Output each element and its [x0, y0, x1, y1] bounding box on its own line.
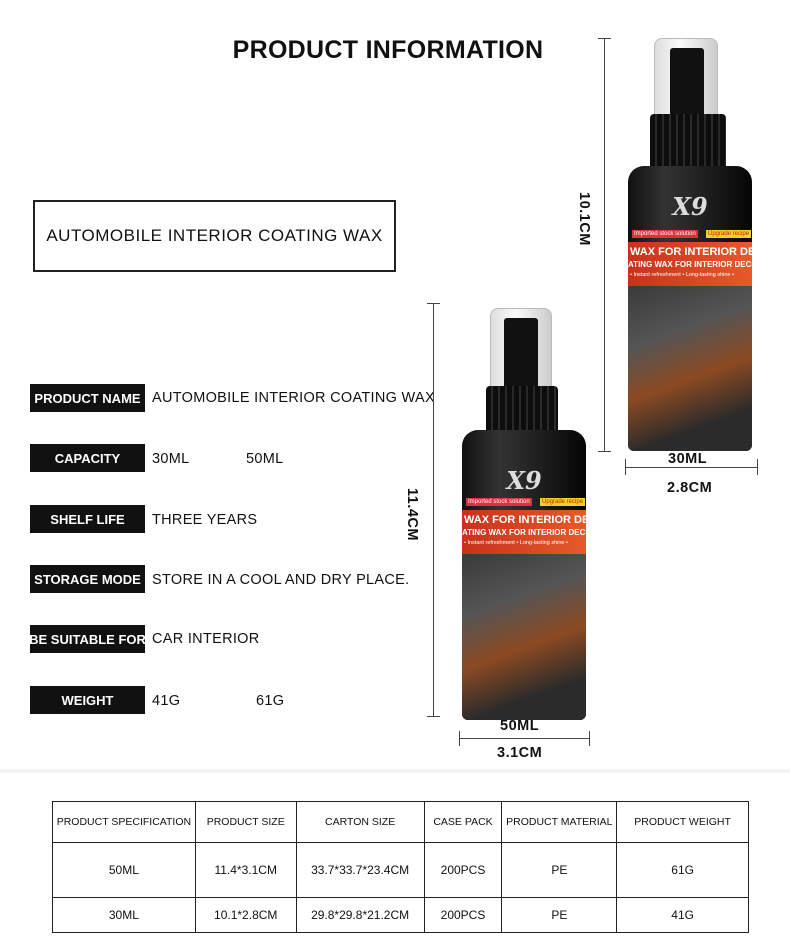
- height-dimension-line: [433, 303, 434, 716]
- capacity-label-50ml: 50ML: [500, 718, 540, 734]
- table-cell: 11.4*3.1CM: [194, 842, 297, 898]
- table-header: PRODUCT WEIGHT: [616, 801, 749, 843]
- label-tag: Upgrade recipe: [540, 498, 586, 506]
- bottle-50ml-image: X9 Imported stock solution Upgrade recip…: [462, 308, 586, 720]
- table-header-row: PRODUCT SPECIFICATION PRODUCT SIZE CARTO…: [52, 801, 749, 843]
- table-cell: 30ML: [52, 897, 196, 933]
- dimension-tick: [427, 303, 440, 304]
- specification-table: PRODUCT SPECIFICATION PRODUCT SIZE CARTO…: [52, 801, 749, 933]
- label-tag: Imported stock solution: [632, 230, 698, 238]
- spec-value-capacity-1: 30ML: [152, 451, 190, 467]
- label-subline: ATING WAX FOR INTERIOR DECO: [628, 260, 752, 269]
- table-header: CASE PACK: [423, 801, 503, 843]
- label-tag: Imported stock solution: [466, 498, 532, 506]
- label-features: • Instant refreshment • Long-lasting shi…: [464, 540, 568, 546]
- table-cell: 29.8*29.8*21.2CM: [295, 897, 425, 933]
- spec-value-capacity-2: 50ML: [246, 451, 284, 467]
- capacity-label-30ml: 30ML: [668, 451, 708, 467]
- label-headline: WAX FOR INTERIOR DE: [630, 246, 752, 258]
- spec-value-product-name: AUTOMOBILE INTERIOR COATING WAX: [152, 390, 435, 406]
- spec-label-shelf-life: SHELF LIFE: [30, 505, 145, 533]
- label-headline: WAX FOR INTERIOR DE: [464, 514, 586, 526]
- product-title-box: AUTOMOBILE INTERIOR COATING WAX: [33, 200, 396, 272]
- brand-logo: X9: [506, 466, 542, 495]
- table-row: 50ML 11.4*3.1CM 33.7*33.7*23.4CM 200PCS …: [52, 842, 749, 898]
- page-title: PRODUCT INFORMATION: [232, 36, 544, 64]
- spec-value-weight-2: 61G: [256, 693, 285, 709]
- dimension-tick: [459, 731, 460, 746]
- dimension-tick: [598, 451, 611, 452]
- spec-label-suitable-for: BE SUITABLE FOR: [30, 625, 145, 653]
- bottle-30ml-image: X9 Imported stock solution Upgrade recip…: [626, 38, 752, 451]
- spec-label-product-name: PRODUCT NAME: [30, 384, 145, 412]
- spec-value-weight-1: 41G: [152, 693, 181, 709]
- label-subline: ATING WAX FOR INTERIOR DECO: [462, 528, 586, 537]
- dimension-tick: [598, 38, 611, 39]
- label-features: • Instant refreshment • Long-lasting shi…: [630, 272, 734, 278]
- dimension-tick: [589, 731, 590, 746]
- label-tag: Upgrade recipe: [706, 230, 752, 238]
- dimension-tick: [757, 459, 758, 475]
- height-dimension-line: [604, 38, 605, 451]
- brand-logo: X9: [672, 192, 708, 221]
- height-label-50ml: 11.4CM: [404, 488, 420, 541]
- table-cell: PE: [501, 897, 618, 933]
- width-dimension-line: [625, 467, 757, 468]
- table-header: PRODUCT MATERIAL: [501, 801, 618, 843]
- width-dimension-line: [459, 738, 589, 739]
- table-header: PRODUCT SIZE: [194, 801, 297, 843]
- table-header: PRODUCT SPECIFICATION: [52, 801, 196, 843]
- table-cell: 33.7*33.7*23.4CM: [295, 842, 425, 898]
- spec-label-storage-mode: STORAGE MODE: [30, 565, 145, 593]
- spec-value-shelf-life: THREE YEARS: [152, 512, 258, 528]
- spec-value-suitable-for: CAR INTERIOR: [152, 631, 260, 647]
- spec-label-weight: WEIGHT: [30, 686, 145, 714]
- table-cell: 10.1*2.8CM: [194, 897, 297, 933]
- dimension-tick: [427, 716, 440, 717]
- width-label-50ml: 3.1CM: [497, 745, 543, 761]
- table-header: CARTON SIZE: [295, 801, 425, 843]
- width-label-30ml: 2.8CM: [667, 480, 713, 496]
- dimension-tick: [625, 459, 626, 475]
- table-cell: 200PCS: [423, 897, 503, 933]
- spec-value-storage-mode: STORE IN A COOL AND DRY PLACE.: [152, 572, 410, 588]
- table-row: 30ML 10.1*2.8CM 29.8*29.8*21.2CM 200PCS …: [52, 897, 749, 933]
- table-cell: 61G: [616, 842, 749, 898]
- section-divider: [0, 768, 790, 774]
- table-cell: 50ML: [52, 842, 196, 898]
- table-cell: PE: [501, 842, 618, 898]
- table-cell: 200PCS: [423, 842, 503, 898]
- height-label-30ml: 10.1CM: [576, 192, 592, 246]
- table-cell: 41G: [616, 897, 749, 933]
- spec-label-capacity: CAPACITY: [30, 444, 145, 472]
